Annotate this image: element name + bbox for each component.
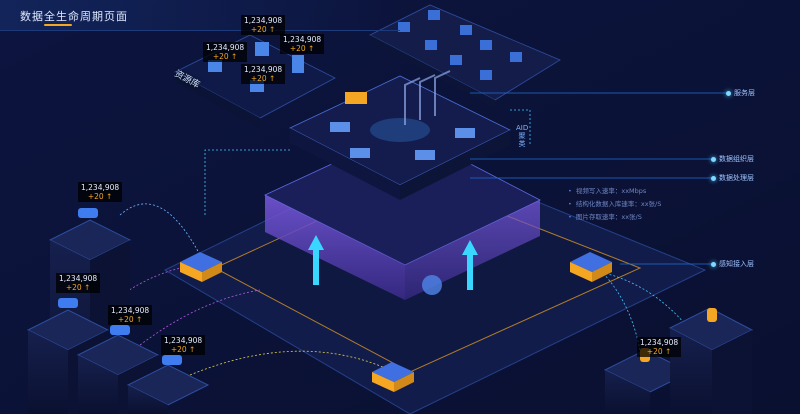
layer-dot-icon [711,261,716,267]
counter-delta: +20 ↑ [65,283,91,292]
counter-value: 1,234,908 [164,336,203,345]
counter-value: 1,234,908 [81,183,120,192]
counter-value: 1,234,908 [283,35,322,44]
page-title: 数据全生命周期页面 [20,10,128,23]
service-platform [369,4,561,125]
counter-delta: +20 ↑ [212,52,238,61]
counter-delta: +20 ↑ [250,25,276,34]
stat-video-write-rate: 视频写入速率：xxMbps [568,185,646,195]
layer-label-service[interactable]: 服务层 [726,88,755,98]
stat-image-access-rate: 图片存取速率：xx张/S [568,211,642,221]
counter-badge: 1,234,908+20 ↑ [637,337,682,357]
counter-badge: 1,234,908+20 ↑ [280,34,325,54]
organization-block [289,75,511,200]
counter-delta: +20 ↑ [117,315,143,324]
counter-badge: 1,234,908+20 ↑ [108,305,153,325]
title-underline [44,24,72,26]
layer-dot-icon [726,90,731,96]
counter-badge: 1,234,908+20 ↑ [78,182,123,202]
counter-value: 1,234,908 [244,65,283,74]
layer-label-text: 感知接入层 [719,260,754,268]
counter-badge: 1,234,908+20 ↑ [203,42,248,62]
counter-delta: +20 ↑ [87,192,113,201]
counter-delta: +20 ↑ [289,44,315,53]
counter-delta: +20 ↑ [170,345,196,354]
layer-dot-icon [711,175,716,181]
layer-label-organization[interactable]: 数据组织层 [711,154,754,164]
counter-value: 1,234,908 [640,338,679,347]
layer-label-text: 数据组织层 [719,155,754,163]
counter-badge: 1,234,908+20 ↑ [161,335,206,355]
counter-badge: 1,234,908+20 ↑ [56,273,101,293]
layer-label-text: 数据处理层 [719,174,754,182]
counter-badge: 1,234,908+20 ↑ [241,15,286,35]
layer-label-perception[interactable]: 感知接入层 [711,259,754,269]
access-nodes [180,252,612,392]
uplink-arrows [308,235,478,290]
layer-label-text: 服务层 [734,89,755,97]
counter-value: 1,234,908 [59,274,98,283]
counter-value: 1,234,908 [111,306,150,315]
counter-badge: 1,234,908+20 ↑ [241,64,286,84]
counter-value: 1,234,908 [244,16,283,25]
stat-structured-ingest-rate: 结构化数据入库速率：xx张/S [568,198,662,208]
layer-dot-icon [711,156,716,162]
layer-label-processing[interactable]: 数据处理层 [711,173,754,183]
aid-cluster-label: AID 聚类 [516,124,529,148]
counter-value: 1,234,908 [206,43,245,52]
counter-delta: +20 ↑ [646,347,672,356]
counter-delta: +20 ↑ [250,74,276,83]
